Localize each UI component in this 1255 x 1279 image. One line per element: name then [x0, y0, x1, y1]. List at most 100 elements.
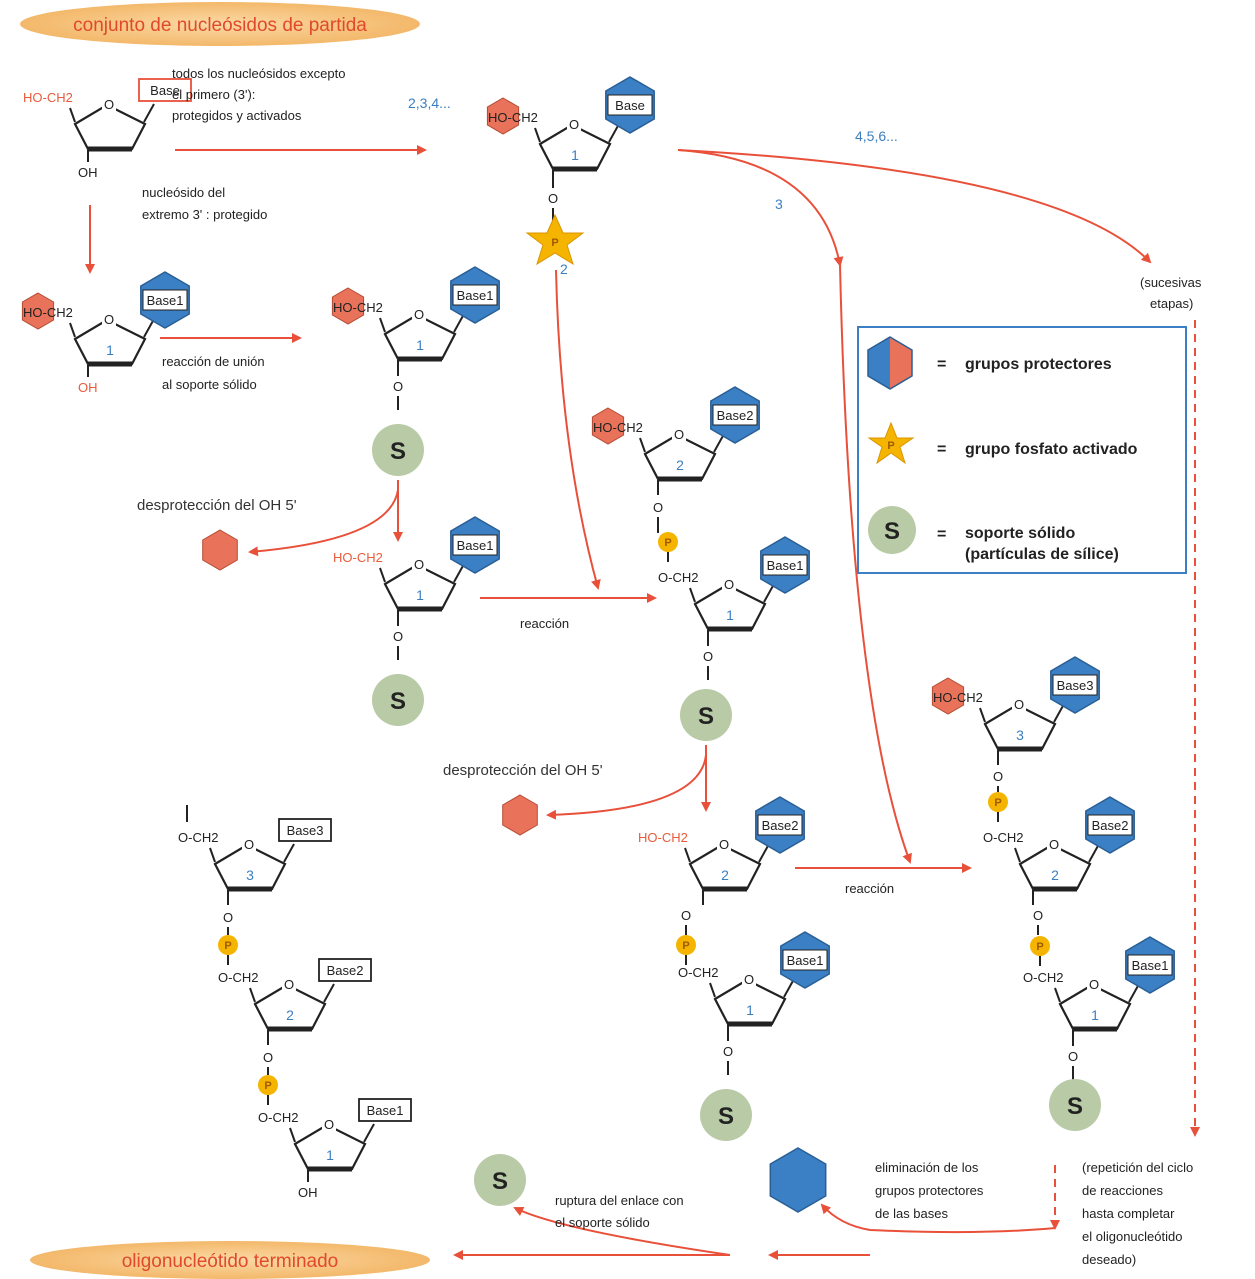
ring-number: 2: [676, 457, 684, 473]
o-ch2-label: O-CH2: [218, 970, 258, 985]
note-reaction-1: reacción: [520, 616, 569, 631]
note-attach-2: al soporte sólido: [162, 377, 257, 392]
ring-o: O: [1049, 837, 1059, 852]
protect-group-hexagon: [202, 529, 238, 571]
top-title: conjunto de nucleósidos de partida: [73, 15, 367, 36]
ring-o: O: [1014, 697, 1024, 712]
note-elim-1: eliminación de los: [875, 1160, 979, 1175]
ring-o: O: [414, 557, 424, 572]
o-ch2-label: O-CH2: [658, 570, 698, 585]
protect-group-hexagon: [591, 407, 625, 445]
chem-label: O: [1033, 908, 1043, 923]
bond: [363, 1123, 375, 1143]
sugar-ring: [293, 1123, 367, 1171]
arrows-layer: [85, 145, 1200, 1260]
base-label: Base2: [762, 818, 799, 833]
note-end3-2: extremo 3' : protegido: [142, 207, 267, 222]
ring-o: O: [1089, 977, 1099, 992]
ring-number: 2: [721, 867, 729, 883]
removed-base-protect-hexagon: [769, 1147, 827, 1213]
note-elim-3: de las bases: [875, 1206, 948, 1221]
chem-label: O: [263, 1050, 273, 1065]
phosphate-group: [658, 532, 678, 552]
star-p-label: P: [551, 237, 558, 249]
bond: [379, 567, 386, 583]
ring-o-bg: [242, 834, 256, 852]
ring-o-bg: [722, 574, 736, 592]
sugar-ring: [983, 703, 1057, 751]
bond: [1088, 843, 1100, 863]
ring-o: O: [104, 312, 114, 327]
ring-o-bg: [282, 974, 296, 992]
sugar-ring: [1058, 983, 1132, 1031]
ring-o-bg: [1047, 834, 1061, 852]
bond: [783, 978, 795, 998]
ring-o-bg: [1087, 974, 1101, 992]
note-all-3: protegidos y activados: [172, 108, 302, 123]
bond: [608, 123, 620, 143]
base-label: Base1: [767, 558, 804, 573]
ring-o-bg: [742, 969, 756, 987]
top-banner: [20, 2, 420, 46]
ring-number: 1: [746, 1002, 754, 1018]
base-box: [762, 554, 808, 576]
arrow-cleave: [513, 1207, 731, 1256]
o-label: O: [393, 629, 403, 644]
bond: [1014, 847, 1021, 863]
ho-ch2-label: HO-CH2: [333, 300, 383, 315]
arrow-deprot-side-1: [248, 489, 399, 557]
base-label: Base2: [717, 408, 754, 423]
note-deprot-2: desprotección del OH 5': [443, 762, 603, 779]
solid-support: [372, 674, 424, 726]
o-label: O: [393, 379, 403, 394]
base-label: Base3: [1057, 678, 1094, 693]
ho-ch2-label: HO-CH2: [638, 830, 688, 845]
phosphate-label: P: [994, 797, 1001, 809]
protect-group-hexagon: [486, 97, 520, 135]
support-label: S: [718, 1103, 734, 1130]
base-label: Base1: [457, 288, 494, 303]
o-ch2-label: O-CH2: [258, 1110, 298, 1125]
base-label: Base1: [147, 293, 184, 308]
arrow-elimination: [820, 1203, 1056, 1234]
note-repeat-5: deseado): [1082, 1252, 1136, 1267]
o-ch2-label: O-CH2: [178, 830, 218, 845]
chem-label: O: [681, 908, 691, 923]
protect-group-hexagon: [502, 794, 538, 836]
support-label: S: [492, 1168, 508, 1195]
ring-o: O: [724, 577, 734, 592]
note-reaction-2: reacción: [845, 881, 894, 896]
bond: [709, 982, 716, 998]
sugar-ring: [693, 583, 767, 631]
phosphate-group: [1030, 936, 1050, 956]
ring-o: O: [414, 307, 424, 322]
note-deprot-1: desprotección del OH 5': [137, 497, 297, 514]
activated-phosphate-star: [525, 213, 585, 266]
chem-label: O: [993, 769, 1003, 784]
base-label: Base2: [1092, 818, 1129, 833]
solid-support: [680, 689, 732, 741]
bond: [1054, 987, 1061, 1003]
bond: [143, 318, 155, 338]
bond: [69, 107, 76, 123]
phosphate-label: P: [682, 940, 689, 952]
solid-support: [1049, 1079, 1101, 1131]
legend-support-icon: [868, 506, 916, 554]
ring-o-bg: [717, 834, 731, 852]
base-box: [1087, 814, 1133, 836]
note-end3-1: nucleósido del: [142, 185, 225, 200]
bond: [979, 707, 986, 723]
ring-o: O: [569, 117, 579, 132]
o-label: O: [703, 649, 713, 664]
bond: [249, 987, 256, 1003]
ring-o: O: [244, 837, 254, 852]
base-box: [712, 404, 758, 426]
ring-number: 1: [571, 147, 579, 163]
base-box: [138, 78, 192, 102]
ho-ch2-label: HO-CH2: [333, 550, 383, 565]
